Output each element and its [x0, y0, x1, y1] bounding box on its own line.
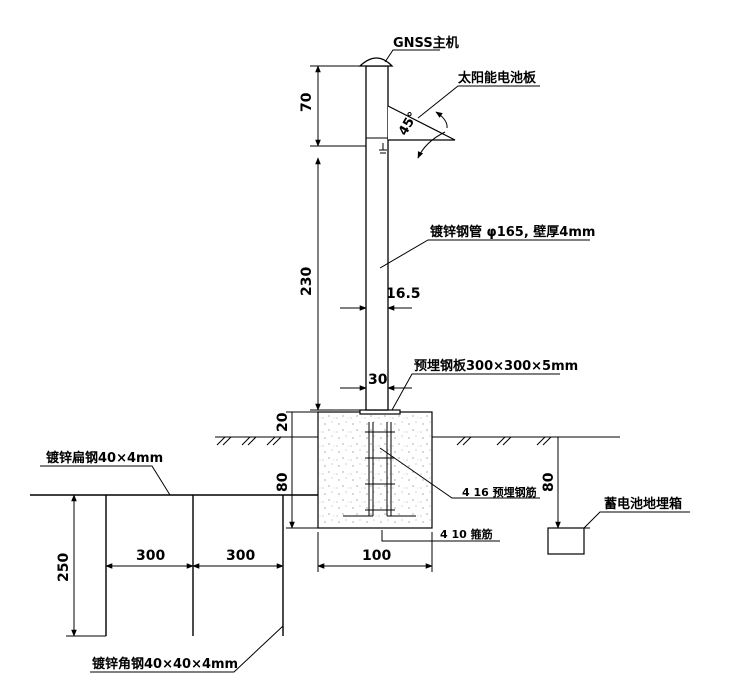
leader-plate: [391, 373, 560, 411]
dim-above-ground: 20: [275, 412, 291, 432]
leader-gnss: [384, 49, 440, 63]
ground-hatching-right: [456, 436, 552, 446]
gnss-antenna-icon: [358, 57, 394, 67]
flat-steel-label: 镀锌扁钢40×4mm: [46, 450, 163, 466]
leader-solar: [417, 85, 540, 119]
embedded-rebars: [343, 422, 416, 517]
ground-symbol-icon: [379, 143, 387, 154]
dim-foundation-depth: 80: [275, 472, 291, 492]
ground-hatching-left: [216, 436, 282, 446]
dim-mast-top: 70: [299, 92, 315, 112]
dim-spacing-2: 300: [226, 548, 255, 564]
dim-plate-offset: 30: [368, 372, 388, 388]
dim-rod-length: 250: [56, 553, 72, 582]
solar-panel-label: 太阳能电池板: [457, 70, 537, 86]
dim-mast-main: 230: [299, 267, 315, 296]
dim-battery-depth: 80: [541, 472, 557, 492]
leader-battery: [583, 511, 690, 529]
gnss-host-label: GNSS主机: [393, 35, 459, 51]
leader-stirrup: [381, 530, 500, 542]
leader-flat-steel: [40, 465, 171, 496]
rebar-embedded-label: 4 16 预埋钢筋: [462, 485, 537, 499]
angle-arc-top: [435, 111, 448, 129]
angle-arc: [417, 131, 446, 159]
battery-box: [547, 527, 585, 555]
leader-pipe: [379, 239, 590, 269]
stirrups: [365, 431, 395, 511]
steel-pipe-label: 镀锌钢管 φ165, 壁厚4mm: [430, 224, 595, 240]
rebar-stirrup-label: 4 10 箍筋: [440, 527, 493, 541]
battery-box-label: 蓄电池地埋箱: [604, 496, 682, 512]
dim-spacing-1: 300: [136, 548, 165, 564]
dim-foundation-width: 100: [362, 548, 391, 564]
embedded-plate-label: 预埋钢板300×300×5mm: [414, 358, 578, 374]
steel-pipe-mast: [365, 65, 389, 411]
dim-pipe-offset: 16.5: [386, 286, 421, 302]
leader-angle-steel: [90, 625, 284, 673]
solar-panel-icon: [387, 105, 456, 141]
angle-steel-label: 镀锌角钢40×40×4mm: [92, 656, 238, 672]
concrete-foundation: [317, 411, 433, 529]
leader-rebar: [379, 447, 540, 499]
